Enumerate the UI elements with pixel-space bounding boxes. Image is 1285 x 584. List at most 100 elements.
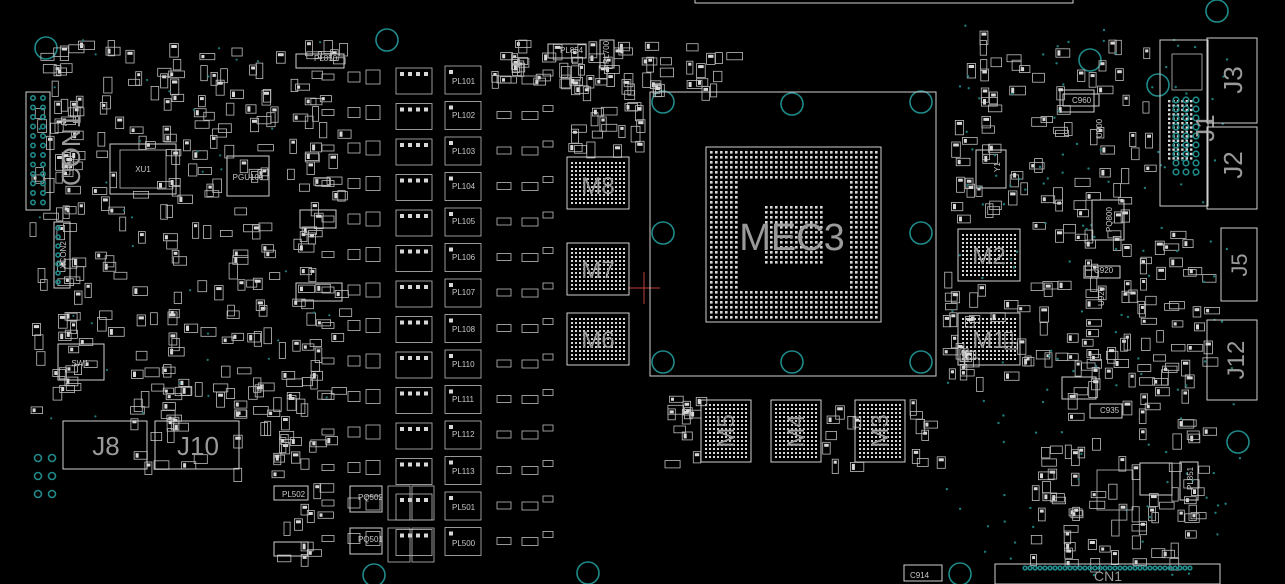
smd-part <box>975 185 983 197</box>
bga-ball <box>775 444 777 446</box>
bga-ball <box>775 241 778 244</box>
bga-ball <box>737 416 739 418</box>
edge-pad <box>1092 565 1098 571</box>
bga-ball <box>599 288 601 290</box>
bga-ball <box>715 181 718 184</box>
via <box>1012 266 1016 269</box>
bga-ball <box>709 404 711 406</box>
pad <box>513 55 517 59</box>
bga-ball <box>737 412 739 414</box>
bga-ball <box>735 301 738 304</box>
pad <box>449 212 453 216</box>
smd-part <box>173 256 188 266</box>
bga-ball <box>615 264 617 266</box>
via <box>1102 28 1106 32</box>
bga-ball <box>855 171 858 174</box>
bga-ball <box>875 432 877 434</box>
bga-ball <box>713 436 715 438</box>
bga-ball <box>729 436 731 438</box>
connector-j8: J8 <box>62 420 148 470</box>
bga-ball <box>974 258 976 260</box>
resistor-outline <box>521 182 539 191</box>
bga-ball <box>990 330 992 332</box>
bga-ball <box>895 408 897 410</box>
smd-part <box>1128 372 1136 388</box>
misc-label: PQ501 <box>358 535 383 544</box>
bga-ball <box>860 306 863 309</box>
bga-ball <box>800 261 803 264</box>
smd-part <box>248 386 258 400</box>
smd-part <box>1122 94 1130 106</box>
bga-ball <box>733 424 735 426</box>
bga-ball <box>765 171 768 174</box>
resistor-outline <box>496 324 512 332</box>
bga-ball <box>717 404 719 406</box>
smd-part <box>237 279 246 291</box>
bga-ball <box>579 322 581 324</box>
bga-ball <box>779 428 781 430</box>
bga-ball <box>785 206 788 209</box>
bga-ball <box>599 182 601 184</box>
bga-ball <box>870 161 873 164</box>
pin-hole <box>39 180 46 187</box>
bga-ball <box>755 296 758 299</box>
pad <box>424 214 428 218</box>
bga-ball <box>820 316 823 319</box>
smd-part <box>58 313 68 329</box>
bga-ball <box>845 176 848 179</box>
pad <box>1098 129 1103 132</box>
bga-ball <box>709 408 711 410</box>
bga-ball <box>810 161 813 164</box>
pad <box>416 178 420 183</box>
bga-ball <box>799 436 801 438</box>
bga-ball <box>994 346 996 348</box>
bga-ball <box>745 456 747 458</box>
pad <box>513 64 517 71</box>
bga-ball <box>891 412 893 414</box>
bga-ball <box>607 354 609 356</box>
bga-ball <box>986 254 988 256</box>
bga-ball <box>800 176 803 179</box>
bga-ball <box>820 221 823 224</box>
bga-ball <box>607 346 609 348</box>
pad <box>194 152 198 158</box>
bga-ball <box>710 151 713 154</box>
bga-ball <box>603 334 605 336</box>
edge-pad <box>1112 565 1118 571</box>
pad <box>938 458 944 462</box>
smd-part <box>686 43 699 52</box>
bga-ball <box>623 334 625 336</box>
pad <box>1115 361 1119 367</box>
bga-ball <box>860 211 863 214</box>
pad <box>1151 495 1157 499</box>
bga-ball <box>730 231 733 234</box>
smd-part <box>65 365 79 373</box>
bga-ball <box>805 261 808 264</box>
bga-ball <box>795 256 798 259</box>
bga-ball <box>571 350 573 352</box>
bga-ball <box>887 408 889 410</box>
bga-ball <box>619 252 621 254</box>
pad <box>983 99 986 105</box>
bga-ball <box>770 241 773 244</box>
via <box>94 53 97 56</box>
footprint <box>903 564 943 582</box>
bga-ball <box>760 151 763 154</box>
smd-part <box>1114 39 1122 56</box>
bga-ball <box>855 156 858 159</box>
pad <box>1140 410 1145 414</box>
smd-part <box>976 376 984 392</box>
bga-ball <box>750 311 753 314</box>
smd-part <box>132 286 148 296</box>
smd-part <box>317 51 332 59</box>
bga-ball <box>623 358 625 360</box>
bga-ball <box>599 186 601 188</box>
bga-ball <box>775 436 777 438</box>
bga-ball <box>571 338 573 340</box>
bga-ball <box>795 176 798 179</box>
bga-ball <box>735 201 738 204</box>
pad <box>416 498 420 502</box>
bga-ball <box>603 272 605 274</box>
pad <box>911 401 915 405</box>
bga-ball <box>615 202 617 204</box>
